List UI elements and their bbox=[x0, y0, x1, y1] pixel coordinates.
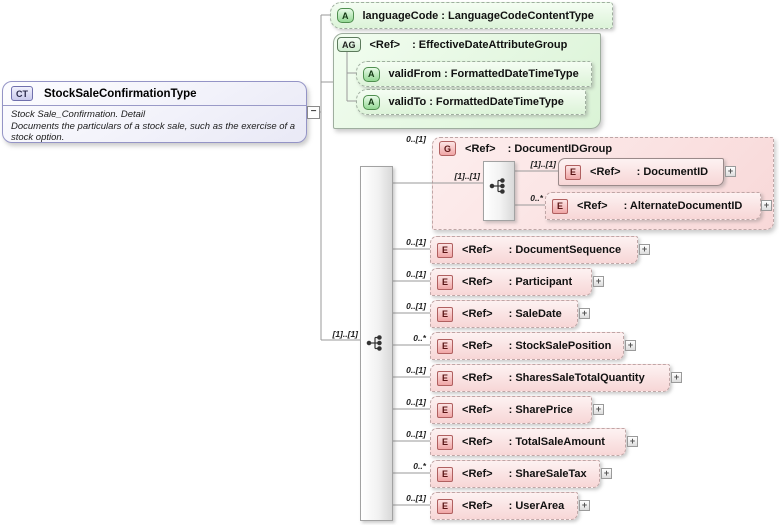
element-ref: <Ref> bbox=[462, 276, 493, 288]
sequence-icon bbox=[366, 335, 382, 351]
element-ref: <Ref> bbox=[577, 200, 608, 212]
expand-icon[interactable]: + bbox=[601, 468, 612, 479]
sequence-icon bbox=[489, 178, 505, 194]
cardinality-label: 0..[1] bbox=[406, 429, 426, 439]
attribute-languagecode[interactable]: A languageCode : LanguageCodeContentType bbox=[330, 2, 613, 29]
attribute-type: : FormattedDateTimeType bbox=[429, 96, 564, 108]
element-sharessaletotalquantity[interactable]: E <Ref> : SharesSaleTotalQuantity bbox=[430, 364, 670, 392]
element-ref: <Ref> bbox=[462, 500, 493, 512]
cardinality-label: 0..[1] bbox=[406, 397, 426, 407]
element-badge: E bbox=[565, 164, 582, 180]
attribute-badge: A bbox=[363, 66, 380, 82]
element-type: : StockSalePosition bbox=[508, 340, 612, 352]
expand-icon[interactable]: + bbox=[579, 500, 590, 511]
element-totalsaleamount[interactable]: E <Ref> : TotalSaleAmount bbox=[430, 428, 626, 456]
element-badge: E bbox=[437, 402, 454, 418]
group-ref: <Ref> bbox=[465, 142, 496, 155]
group-type: : DocumentIDGroup bbox=[507, 142, 613, 155]
element-ref: <Ref> bbox=[462, 468, 493, 480]
element-badge: E bbox=[437, 242, 454, 258]
attribute-name: validFrom bbox=[388, 68, 442, 80]
expand-icon[interactable]: + bbox=[671, 372, 682, 383]
element-sharesaletax[interactable]: E <Ref> : ShareSaleTax bbox=[430, 460, 600, 488]
attribute-group-type: : EffectiveDateAttributeGroup bbox=[412, 38, 568, 51]
attribute-badge: A bbox=[363, 94, 380, 110]
cardinality-label: [1]..[1] bbox=[530, 159, 557, 169]
cardinality-label: [1]..[1] bbox=[454, 171, 481, 181]
expand-icon[interactable]: + bbox=[761, 200, 772, 211]
attribute-group-badge: AG bbox=[337, 37, 361, 52]
element-type: : SharePrice bbox=[508, 404, 573, 416]
element-type: : DocumentSequence bbox=[508, 244, 622, 256]
cardinality-label: [1]..[1] bbox=[332, 329, 359, 339]
attribute-type: : LanguageCodeContentType bbox=[441, 9, 594, 22]
complex-type-title: StockSaleConfirmationType bbox=[44, 87, 197, 100]
element-ref: <Ref> bbox=[462, 436, 493, 448]
element-badge: E bbox=[437, 338, 454, 354]
attribute-group-ref: <Ref> bbox=[369, 38, 401, 51]
expand-icon[interactable]: + bbox=[625, 340, 636, 351]
cardinality-label: 0..* bbox=[530, 193, 543, 203]
element-badge: E bbox=[437, 498, 454, 514]
element-ref: <Ref> bbox=[590, 166, 621, 178]
element-type: : AlternateDocumentID bbox=[623, 200, 743, 212]
cardinality-label: 0..[1] bbox=[406, 365, 426, 375]
attribute-badge: A bbox=[337, 8, 354, 23]
element-type: : SharesSaleTotalQuantity bbox=[508, 372, 645, 384]
cardinality-label: 0..[1] bbox=[406, 134, 426, 144]
expand-icon[interactable]: + bbox=[579, 308, 590, 319]
element-stocksaleposition[interactable]: E <Ref> : StockSalePosition bbox=[430, 332, 624, 360]
complex-type-badge: CT bbox=[11, 86, 33, 101]
element-saledate[interactable]: E <Ref> : SaleDate bbox=[430, 300, 578, 328]
element-badge: E bbox=[437, 274, 454, 290]
expand-icon[interactable]: + bbox=[725, 166, 736, 177]
element-ref: <Ref> bbox=[462, 308, 493, 320]
attribute-group-header: AG <Ref> : EffectiveDateAttributeGroup bbox=[337, 37, 567, 52]
element-type: : TotalSaleAmount bbox=[508, 436, 605, 448]
element-badge: E bbox=[437, 434, 454, 450]
element-badge: E bbox=[552, 198, 569, 214]
document-id-group-header: G <Ref> : DocumentIDGroup bbox=[439, 141, 612, 156]
element-type: : UserArea bbox=[508, 500, 565, 512]
element-ref: <Ref> bbox=[462, 244, 493, 256]
element-badge: E bbox=[437, 370, 454, 386]
element-shareprice[interactable]: E <Ref> : SharePrice bbox=[430, 396, 592, 424]
attribute-name: languageCode bbox=[362, 9, 439, 22]
expand-icon[interactable]: + bbox=[639, 244, 650, 255]
complex-type-header: CT StockSaleConfirmationType bbox=[3, 82, 306, 106]
element-badge: E bbox=[437, 466, 454, 482]
attribute-validfrom[interactable]: A validFrom : FormattedDateTimeType bbox=[356, 61, 592, 87]
attribute-type: : FormattedDateTimeType bbox=[444, 68, 579, 80]
element-type: : ShareSaleTax bbox=[508, 468, 587, 480]
element-participant[interactable]: E <Ref> : Participant bbox=[430, 268, 592, 296]
cardinality-label: 0..* bbox=[413, 333, 426, 343]
attribute-validto[interactable]: A validTo : FormattedDateTimeType bbox=[356, 89, 586, 115]
attribute-name: validTo bbox=[388, 96, 427, 108]
cardinality-label: 0..[1] bbox=[406, 493, 426, 503]
expand-icon[interactable]: + bbox=[593, 404, 604, 415]
element-alternatedocumentid[interactable]: E <Ref> : AlternateDocumentID bbox=[545, 192, 761, 220]
complex-type-annotation: Stock Sale_Confirmation. Detail Document… bbox=[3, 106, 306, 144]
cardinality-label: 0..* bbox=[413, 461, 426, 471]
element-ref: <Ref> bbox=[462, 372, 493, 384]
cardinality-label: 0..[1] bbox=[406, 237, 426, 247]
element-userarea[interactable]: E <Ref> : UserArea bbox=[430, 492, 578, 520]
cardinality-label: 0..[1] bbox=[406, 301, 426, 311]
element-type: : Participant bbox=[508, 276, 573, 288]
expand-icon[interactable]: + bbox=[627, 436, 638, 447]
element-type: : SaleDate bbox=[508, 308, 562, 320]
expand-icon[interactable]: + bbox=[593, 276, 604, 287]
element-ref: <Ref> bbox=[462, 404, 493, 416]
element-type: : DocumentID bbox=[636, 166, 709, 178]
element-badge: E bbox=[437, 306, 454, 322]
collapse-icon[interactable]: − bbox=[307, 106, 320, 119]
complex-type-node[interactable]: CT StockSaleConfirmationType Stock Sale_… bbox=[2, 81, 307, 143]
element-documentsequence[interactable]: E <Ref> : DocumentSequence bbox=[430, 236, 638, 264]
group-badge: G bbox=[439, 141, 457, 156]
element-documentid[interactable]: E <Ref> : DocumentID bbox=[558, 158, 724, 186]
cardinality-label: 0..[1] bbox=[406, 269, 426, 279]
element-ref: <Ref> bbox=[462, 340, 493, 352]
annotation-line-1: Stock Sale_Confirmation. Detail bbox=[11, 109, 146, 120]
annotation-line-2: Documents the particulars of a stock sal… bbox=[11, 120, 296, 144]
